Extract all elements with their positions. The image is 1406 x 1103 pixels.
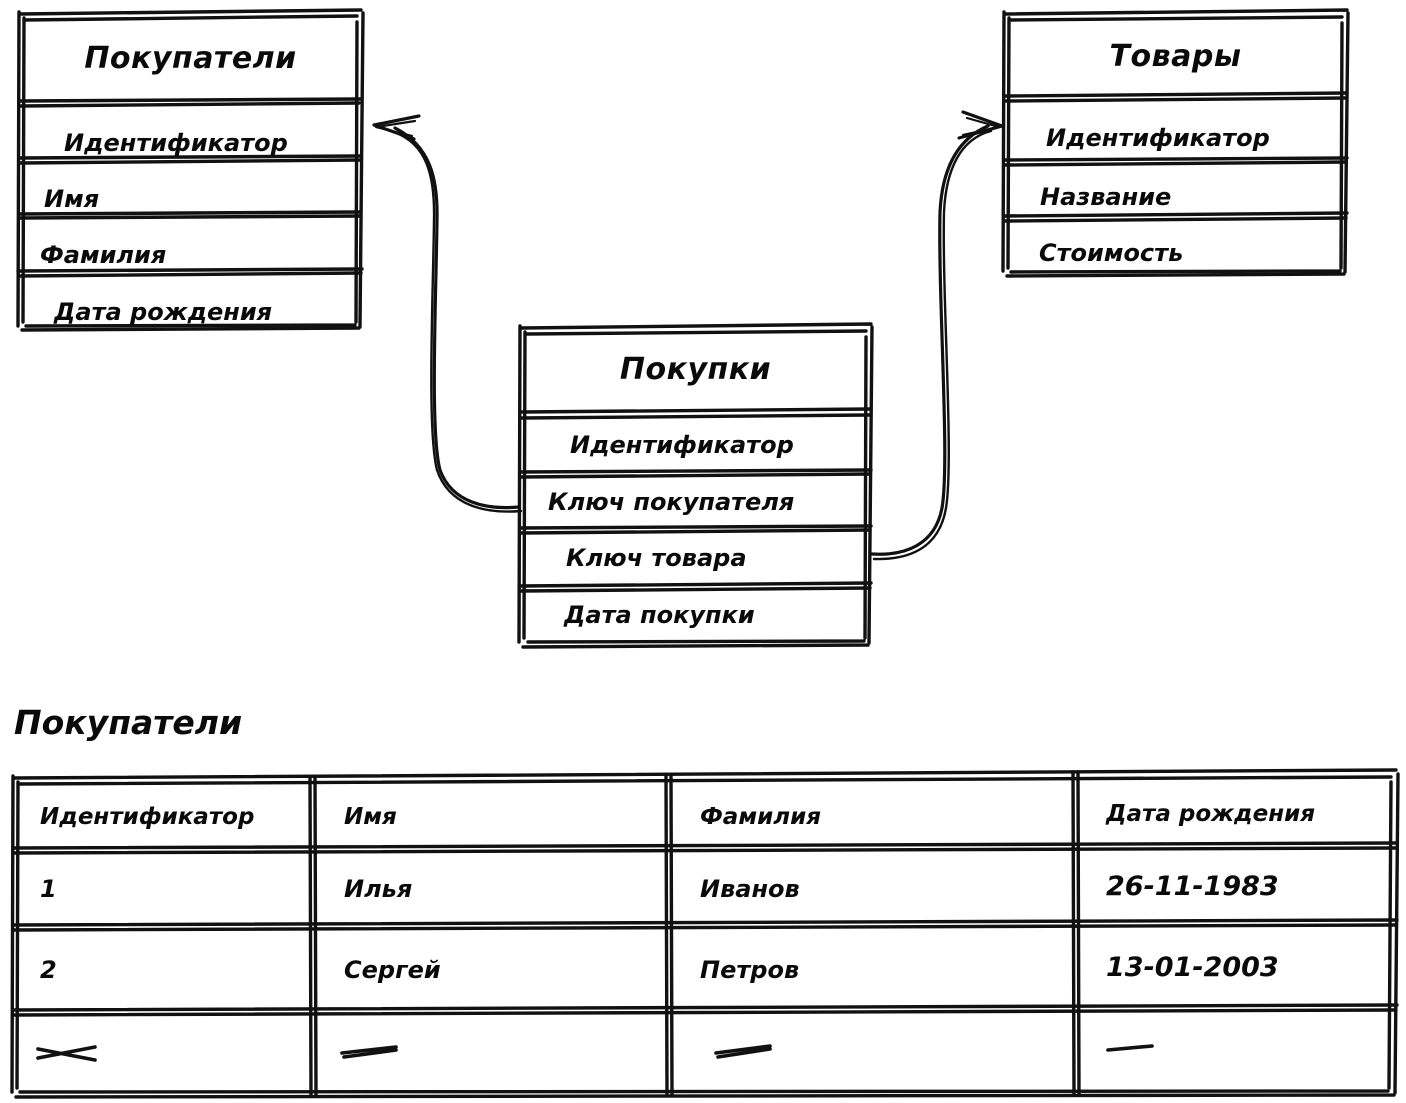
- entity-purchases-title-row: Покупки: [519, 325, 872, 413]
- table-cell: 26-11-1983: [1106, 870, 1279, 902]
- entity-attribute-label: Название: [1040, 183, 1172, 211]
- entity-customers-attr-0[interactable]: Идентификатор: [18, 116, 363, 170]
- table-cell: 2: [40, 956, 57, 984]
- entity-customers-title: Покупатели: [84, 40, 297, 76]
- entity-purchases-attr-2[interactable]: Ключ товара: [519, 531, 872, 585]
- entity-customers-attr-2[interactable]: Фамилия: [18, 228, 363, 282]
- entity-attribute-label: Ключ товара: [566, 544, 747, 572]
- table-cell: 1: [40, 875, 57, 903]
- entity-customers-attr-3[interactable]: Дата рождения: [18, 285, 363, 339]
- entity-attribute-label: Дата рождения: [54, 298, 273, 326]
- entity-products-title: Товары: [1109, 38, 1242, 74]
- table-cell-placeholder: [26, 1015, 308, 1093]
- table-header-cell: Фамилия: [700, 804, 821, 830]
- entity-attribute-label: Идентификатор: [570, 431, 794, 459]
- entity-purchases-title: Покупки: [619, 351, 772, 387]
- entity-purchases-attr-1[interactable]: Ключ покупателя: [519, 475, 872, 529]
- data-table-caption: Покупатели: [14, 703, 243, 742]
- table-cell: Илья: [344, 875, 413, 903]
- entity-products[interactable]: Товары Идентификатор Название Стоимость: [1003, 12, 1348, 274]
- entity-products-attr-0[interactable]: Идентификатор: [1003, 110, 1348, 166]
- entity-products-attr-1[interactable]: Название: [1003, 170, 1348, 224]
- table-cell: Сергей: [344, 956, 441, 984]
- entity-products-title-row: Товары: [1003, 12, 1348, 100]
- table-cell: Петров: [700, 956, 800, 984]
- table-cell: Иванов: [700, 875, 800, 903]
- table-cell-placeholder: [1092, 1012, 1392, 1090]
- entity-attribute-label: Фамилия: [40, 241, 167, 269]
- table-header-cell: Имя: [344, 804, 397, 830]
- entity-attribute-label: Дата покупки: [564, 601, 755, 629]
- entity-customers-title-row: Покупатели: [18, 12, 363, 104]
- entity-products-attr-2[interactable]: Стоимость: [1003, 226, 1348, 280]
- entity-customers-attr-1[interactable]: Имя: [18, 172, 363, 226]
- entity-attribute-label: Идентификатор: [64, 129, 288, 157]
- entity-customers[interactable]: Покупатели Идентификатор Имя Фамилия Дат…: [18, 12, 363, 328]
- entity-attribute-label: Имя: [44, 185, 100, 213]
- entity-attribute-label: Ключ покупателя: [548, 488, 795, 516]
- entity-purchases-attr-3[interactable]: Дата покупки: [519, 588, 872, 642]
- table-header-cell: Дата рождения: [1106, 801, 1315, 827]
- table-cell-placeholder: [686, 1015, 1068, 1093]
- entity-purchases[interactable]: Покупки Идентификатор Ключ покупателя Кл…: [519, 325, 872, 645]
- entity-attribute-label: Стоимость: [1039, 239, 1184, 267]
- table-cell-placeholder: [330, 1015, 662, 1093]
- entity-attribute-label: Идентификатор: [1046, 124, 1270, 152]
- table-cell: 13-01-2003: [1106, 951, 1279, 983]
- entity-purchases-attr-0[interactable]: Идентификатор: [519, 417, 872, 473]
- table-header-cell: Идентификатор: [40, 804, 255, 830]
